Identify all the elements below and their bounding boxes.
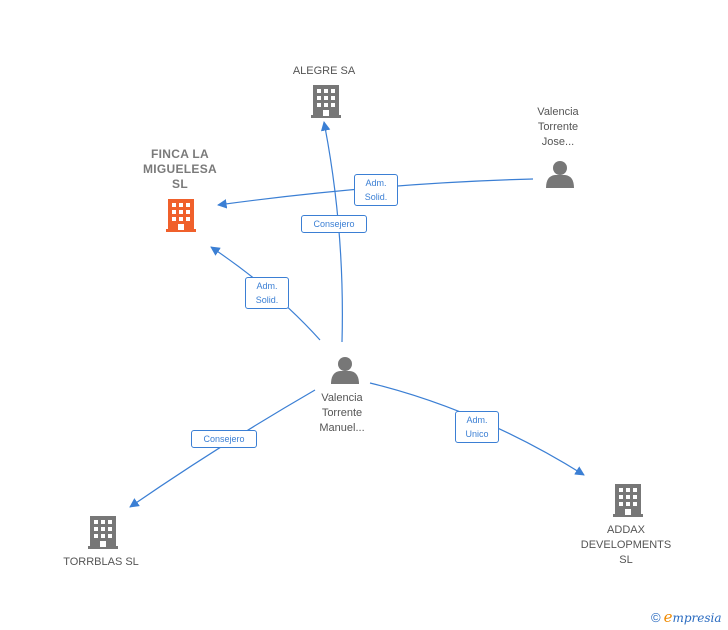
- node-label-alegre-sa[interactable]: ALEGRE SA: [292, 65, 356, 77]
- node-label-valencia-torrente-manuel[interactable]: Valencia Torrente Manuel...: [319, 392, 365, 434]
- brand-initial: e: [663, 608, 673, 626]
- brand-name: mpresia: [672, 611, 722, 625]
- node-label-valencia-torrente-jose[interactable]: Valencia Torrente Jose...: [537, 106, 579, 148]
- node-label-finca-la-miguelesa[interactable]: FINCA LA MIGUELESA SL: [142, 147, 218, 191]
- node-label-addax-developments[interactable]: ADDAX DEVELOPMENTS SL: [580, 524, 672, 566]
- empresia-logo: ©empresia: [651, 608, 722, 628]
- building-icon[interactable]: [613, 484, 643, 517]
- edge-label-manuel-alegre[interactable]: Consejero: [301, 215, 367, 233]
- edge-label-manuel-torrblas[interactable]: Consejero: [191, 430, 257, 448]
- edge-label-jose-finca[interactable]: Adm. Solid.: [354, 174, 398, 206]
- edge-label-manuel-addax[interactable]: Adm. Unico: [455, 411, 499, 443]
- building-icon[interactable]: [311, 85, 341, 118]
- node-label-torrblas-sl[interactable]: TORRBLAS SL: [63, 556, 139, 568]
- copyright-symbol: ©: [651, 610, 661, 625]
- building-icon[interactable]: [88, 516, 118, 549]
- person-icon[interactable]: [546, 161, 574, 188]
- person-icon[interactable]: [331, 357, 359, 384]
- building-icon[interactable]: [166, 199, 196, 232]
- edge-label-manuel-finca[interactable]: Adm. Solid.: [245, 277, 289, 309]
